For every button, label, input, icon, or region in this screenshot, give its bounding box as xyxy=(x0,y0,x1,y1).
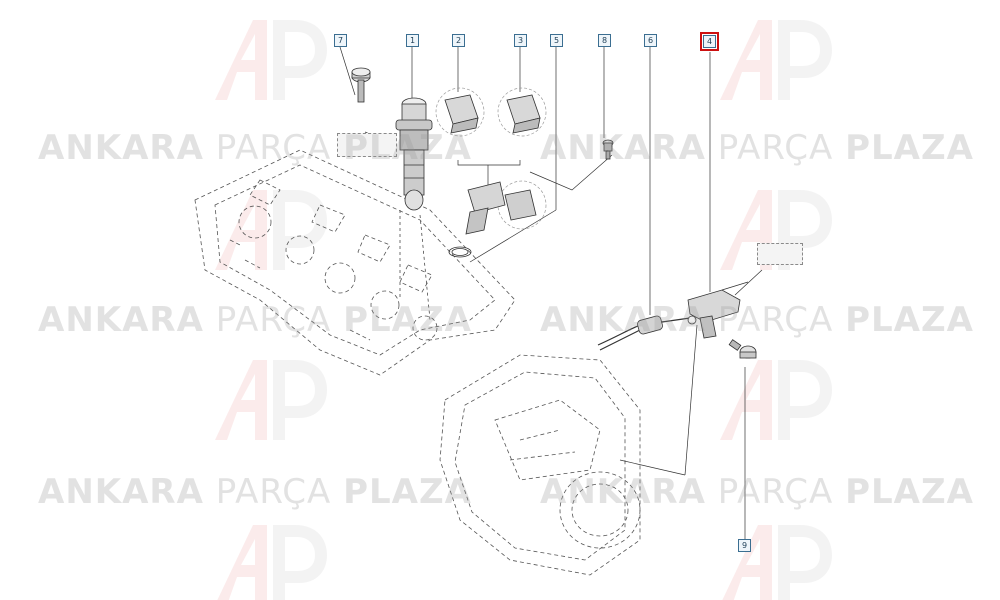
reference-box-right xyxy=(757,243,803,265)
callout-part-7[interactable]: 7 xyxy=(334,34,347,47)
callout-part-5[interactable]: 5 xyxy=(550,34,563,47)
clip-part-2 xyxy=(435,87,485,137)
leader-lines xyxy=(339,46,763,540)
callout-part-8[interactable]: 8 xyxy=(598,34,611,47)
gearbox-outline xyxy=(439,354,641,576)
crankshaft-sensor-part-4 xyxy=(687,281,749,339)
callout-part-2[interactable]: 2 xyxy=(452,34,465,47)
callout-part-6[interactable]: 6 xyxy=(644,34,657,47)
callout-part-9[interactable]: 9 xyxy=(738,539,751,552)
callout-part-1[interactable]: 1 xyxy=(406,34,419,47)
callout-part-4-highlighted[interactable]: 4 xyxy=(700,32,719,51)
clip-part-3 xyxy=(497,87,547,137)
reference-box-left xyxy=(337,133,397,157)
screw-part-8 xyxy=(602,139,614,160)
sensor-part-1 xyxy=(395,97,433,211)
sensor-assembly-center xyxy=(448,180,547,258)
cylinder-head-outline xyxy=(194,149,516,376)
harness-part-6 xyxy=(597,315,691,351)
callout-part-3[interactable]: 3 xyxy=(514,34,527,47)
bolt-part-9 xyxy=(728,339,757,359)
bolt-part-7 xyxy=(351,67,371,103)
